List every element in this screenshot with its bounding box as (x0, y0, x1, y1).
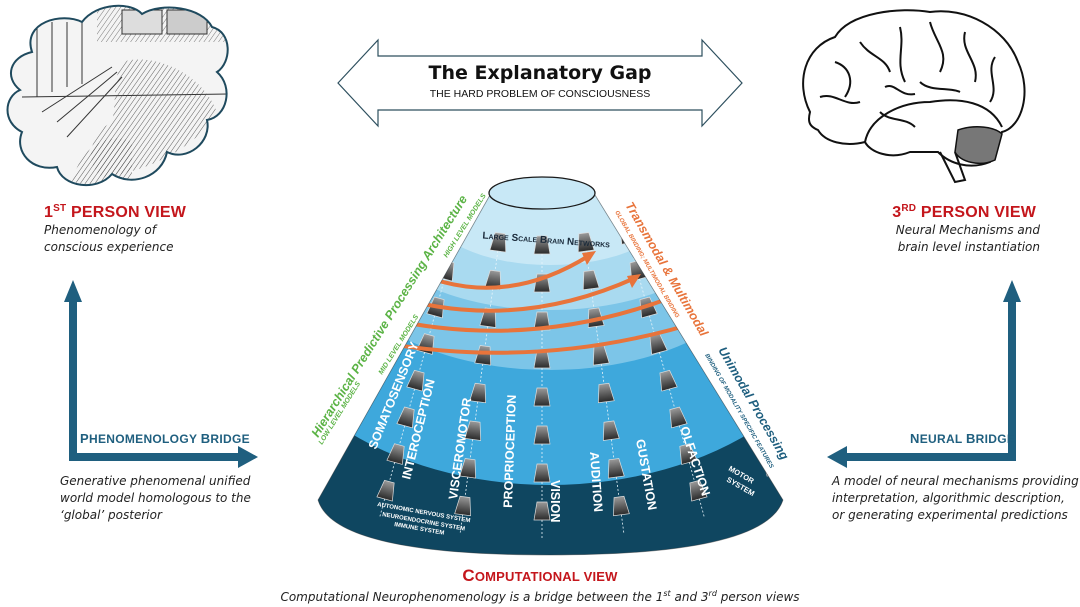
first-person-illustration (6, 4, 229, 187)
processing-unit (318, 287, 330, 311)
processing-unit (323, 195, 337, 200)
explanatory-gap-arrow (337, 38, 743, 128)
binding-arc-head-left (318, 324, 332, 338)
binding-arc-head-left (394, 259, 408, 273)
binding-arc-head-left (362, 282, 376, 296)
processing-unit (454, 495, 471, 535)
phenomenology-bridge-arrow (64, 280, 258, 468)
computational-cone-diagram: Large Scale Brain Networks Hierarchical … (300, 176, 800, 556)
processing-unit (582, 269, 600, 309)
computational-view-title: COMPUTATIONAL VIEW (462, 566, 618, 585)
processing-unit (318, 195, 329, 219)
processing-unit (597, 382, 615, 422)
binding-arc-head-right (627, 274, 641, 288)
processing-unit (577, 232, 595, 271)
phenomenology-bridge-description: Generative phenomenal unified world mode… (60, 474, 251, 522)
modality-vision: VISION (548, 480, 562, 522)
processing-unit (774, 320, 783, 344)
processing-unit (697, 195, 722, 226)
processing-unit (659, 208, 680, 247)
processing-unit (533, 387, 551, 426)
processing-unit (404, 208, 425, 247)
processing-unit (533, 235, 551, 274)
processing-unit (469, 382, 487, 422)
explanatory-gap-subtitle: THE HARD PROBLEM OF CONSCIOUSNESS (429, 88, 651, 100)
cone-top-ellipse (488, 176, 596, 210)
processing-unit (716, 222, 741, 259)
phenomenology-bridge-label: PHENOMENOLOGY BRIDGE (80, 431, 250, 446)
processing-unit (362, 195, 387, 226)
processing-unit (484, 269, 502, 309)
computational-view-description: Computational Neurophenomenology is a br… (280, 589, 800, 604)
processing-unit (533, 501, 551, 540)
processing-unit (343, 222, 368, 259)
neural-bridge-label: NEURAL BRIDGE (910, 431, 1016, 446)
processing-unit (791, 352, 800, 393)
neural-bridge-arrow (827, 280, 1021, 468)
processing-unit (533, 463, 551, 502)
processing-unit (324, 255, 349, 292)
modality-proprioception: PROPRIOCEPTION (501, 394, 519, 508)
brain-illustration (802, 9, 1026, 184)
binding-arc-head-right (582, 251, 596, 265)
processing-unit (300, 320, 312, 361)
processing-unit (755, 195, 783, 230)
processing-unit (318, 454, 322, 477)
third-person-title: 3RD PERSON VIEW (892, 203, 1036, 221)
first-person-description: Phenomenology of conscious experience (44, 223, 174, 254)
third-person-description: Neural Mechanisms and brain level instan… (895, 223, 1040, 254)
modality-audition: AUDITION (587, 451, 605, 512)
processing-unit (659, 369, 678, 409)
processing-unit (533, 425, 551, 464)
processing-unit (533, 311, 551, 350)
processing-unit (754, 287, 780, 324)
processing-unit (778, 225, 783, 249)
processing-unit (613, 495, 630, 535)
processing-unit (735, 255, 760, 292)
processing-column (533, 235, 551, 540)
processing-unit (300, 224, 307, 264)
binding-arc-head-left (340, 302, 354, 316)
first-person-title: 1ST PERSON VIEW (44, 203, 187, 221)
explanatory-gap-title: The Explanatory Gap (428, 62, 652, 84)
processing-unit (747, 195, 761, 200)
neural-bridge-description: A model of neural mechanisms providing i… (832, 474, 1079, 522)
